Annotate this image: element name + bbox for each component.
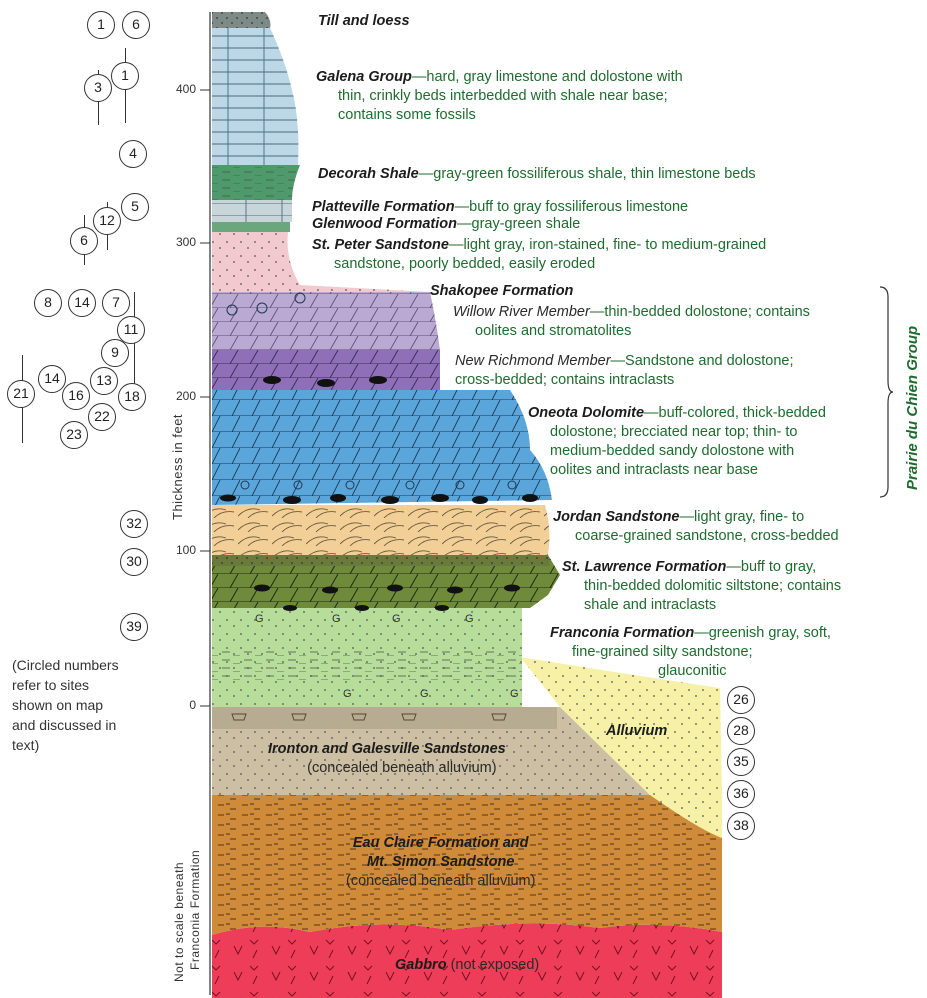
site-1b: 1 — [111, 62, 139, 90]
label-st-lawrence: St. Lawrence Formation—buff to gray, thi… — [562, 558, 841, 615]
site-36: 36 — [727, 780, 755, 808]
label-oneota: Oneota Dolomite—buff-colored, thick-bedd… — [528, 404, 826, 480]
label-new-richmond: New Richmond Member—Sandstone and dolost… — [455, 352, 794, 390]
svg-text:G: G — [255, 613, 264, 625]
svg-text:G: G — [510, 688, 519, 700]
tick-0: 0 — [166, 698, 196, 712]
label-alluvium: Alluvium — [606, 722, 667, 741]
site-38: 38 — [727, 812, 755, 840]
label-franconia: Franconia Formation—greenish gray, soft,… — [550, 624, 831, 681]
label-gabbro: Gabbro (not exposed) — [395, 956, 539, 975]
site-9: 9 — [101, 339, 129, 367]
site-5: 5 — [121, 193, 149, 221]
site-4: 4 — [119, 140, 147, 168]
tick-100: 100 — [166, 543, 196, 557]
site-28: 28 — [727, 717, 755, 745]
svg-text:G: G — [392, 613, 401, 625]
site-39: 39 — [120, 613, 148, 641]
svg-text:G: G — [343, 688, 352, 700]
svg-text:G: G — [420, 688, 429, 700]
site-30: 30 — [120, 548, 148, 576]
site-6a: 6 — [122, 11, 150, 39]
tick-300: 300 — [166, 235, 196, 249]
label-eau-claire: Eau Claire Formation and Mt. Simon Sands… — [346, 834, 535, 891]
group-bracket — [878, 285, 894, 500]
site-8: 8 — [34, 289, 62, 317]
label-decorah: Decorah Shale—gray-green fossiliferous s… — [318, 165, 756, 184]
site-22: 22 — [88, 403, 116, 431]
site-12: 12 — [93, 207, 121, 235]
site-14b: 14 — [38, 365, 66, 393]
site-7: 7 — [102, 289, 130, 317]
site-35: 35 — [727, 748, 755, 776]
svg-text:G: G — [332, 613, 341, 625]
label-ironton: Ironton and Galesville Sandstones (conce… — [268, 740, 506, 778]
site-32: 32 — [120, 510, 148, 538]
label-shakopee: Shakopee Formation — [430, 282, 573, 301]
not-to-scale-line1: Not to scale beneath — [172, 862, 186, 982]
site-13: 13 — [90, 367, 118, 395]
tick-400: 400 — [166, 82, 196, 96]
label-jordan: Jordan Sandstone—light gray, fine- to co… — [553, 508, 839, 546]
glenwood-layer — [212, 222, 290, 232]
svg-text:G: G — [465, 613, 474, 625]
site-18: 18 — [118, 383, 146, 411]
site-16: 16 — [62, 382, 90, 410]
label-willow-river: Willow River Member—thin-bedded doloston… — [453, 303, 810, 341]
not-to-scale-line2: Franconia Formation — [188, 850, 202, 970]
site-23: 23 — [60, 421, 88, 449]
site-21: 21 — [7, 380, 35, 408]
site-6b: 6 — [70, 227, 98, 255]
site-26: 26 — [727, 686, 755, 714]
label-st-peter: St. Peter Sandstone—light gray, iron-sta… — [312, 236, 766, 274]
label-glenwood: Glenwood Formation—gray-green shale — [312, 215, 580, 234]
axis-title: Thickness in feet — [170, 414, 185, 520]
group-label: Prairie du Chien Group — [904, 326, 921, 490]
label-till: Till and loess — [318, 12, 410, 31]
site-14a: 14 — [68, 289, 96, 317]
site-1a: 1 — [87, 11, 115, 39]
tick-200: 200 — [166, 389, 196, 403]
site-3: 3 — [84, 74, 112, 102]
label-galena: Galena Group—hard, gray limestone and do… — [316, 68, 683, 125]
